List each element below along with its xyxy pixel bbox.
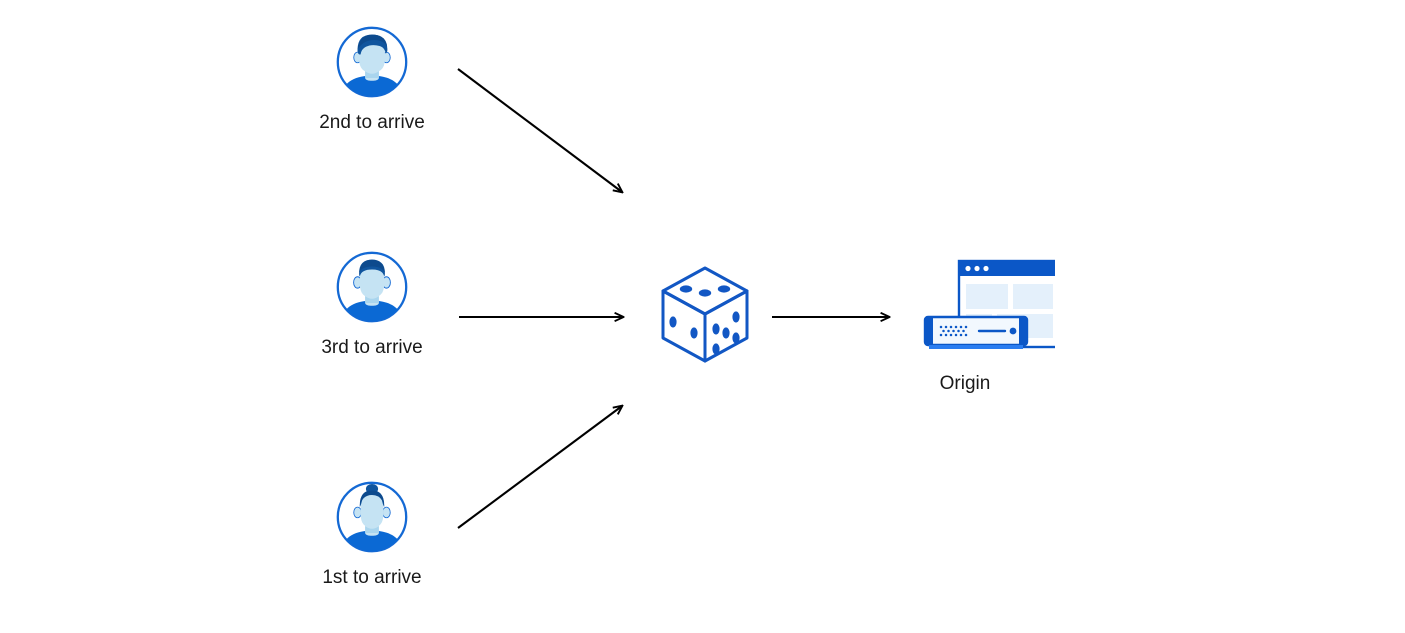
arrow-1st-to-dice xyxy=(457,406,622,529)
client-node-1st: 1st to arrive xyxy=(292,479,452,590)
client-label-3rd: 3rd to arrive xyxy=(321,337,423,358)
client-node-2nd: 2nd to arrive xyxy=(292,24,452,135)
dice-cube-icon xyxy=(661,266,749,363)
user-avatar-icon xyxy=(336,26,408,98)
user-avatar-icon xyxy=(336,251,408,323)
origin-label: Origin xyxy=(939,373,991,394)
origin-node: Origin xyxy=(865,255,1065,395)
client-node-3rd: 3rd to arrive xyxy=(292,249,452,360)
client-label-1st: 1st to arrive xyxy=(322,567,422,588)
arrow-2nd-to-dice xyxy=(457,68,622,192)
server-appliance-icon xyxy=(923,315,1029,349)
origin-server-icon xyxy=(895,255,1061,365)
user-avatar-icon xyxy=(336,481,408,553)
dice-hub-node xyxy=(655,262,755,363)
client-label-2nd: 2nd to arrive xyxy=(319,112,425,133)
